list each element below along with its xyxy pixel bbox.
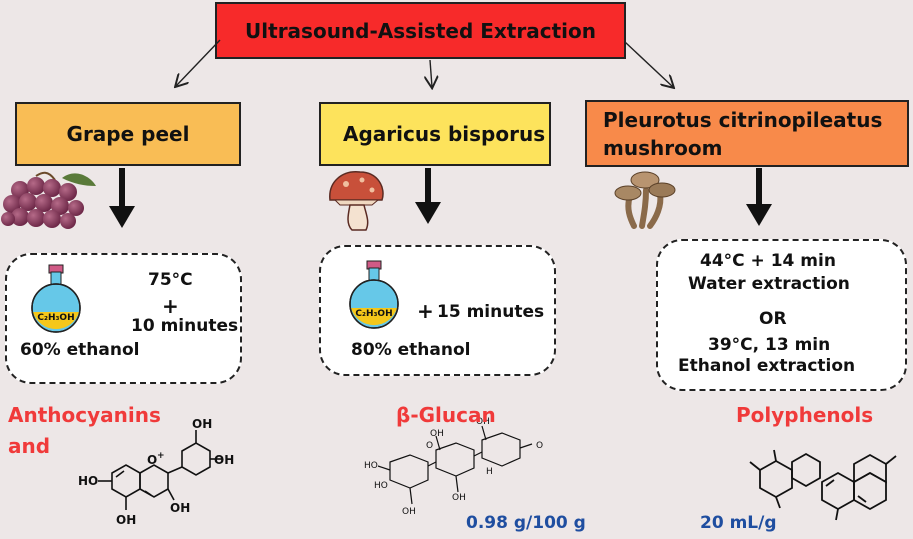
glucan-o-end: O: [536, 441, 543, 451]
agaricus-product: β-Glucan: [396, 403, 496, 427]
anthocyanin-ho-left: HO: [78, 474, 98, 488]
agaricus-time: 15 minutes: [437, 302, 545, 322]
anthocyanin-o-ring: O: [147, 453, 157, 467]
pleurotus-or: OR: [759, 309, 787, 329]
grape-peel-box: Grape peel: [15, 102, 241, 166]
pleurotus-box: Pleurotus citrinopileatus mushroom: [585, 100, 909, 167]
arrow-title-to-grape: [176, 39, 221, 86]
agaricus-mushroom-icon: [329, 171, 384, 231]
arrow-title-to-pleurotus: [624, 41, 673, 87]
ethanol-flask-icon-grape: [31, 264, 81, 333]
pleurotus-label-line1: Pleurotus citrinopileatus: [603, 107, 883, 132]
glucan-ho-2: HO: [374, 481, 388, 491]
polyphenol-structure: [749, 449, 897, 521]
anthocyanin-oh-top: OH: [192, 417, 212, 431]
title-box: Ultrasound-Assisted Extraction: [215, 2, 626, 59]
pleurotus-ethanol-label: Ethanol extraction: [678, 356, 856, 376]
down-arrow-grape: [109, 168, 135, 228]
down-arrow-agaricus: [415, 168, 441, 224]
anthocyanin-positive-charge: +: [157, 451, 165, 461]
glucan-oh-2: OH: [430, 429, 444, 439]
glucan-ho-1: HO: [364, 461, 378, 471]
pleurotus-label-line2: mushroom: [603, 135, 723, 160]
glucan-o-link: O: [426, 441, 433, 451]
pleurotus-mushrooms-icon: [614, 171, 676, 229]
flask-label-grape: C₂H₃OH: [37, 313, 74, 323]
pleurotus-conditions-box: [656, 239, 907, 391]
grape-solvent: 60% ethanol: [20, 340, 140, 360]
grape-cluster-icon: [1, 171, 96, 229]
anthocyanin-oh-bottom: OH: [116, 513, 136, 527]
grape-product-line1: Anthocyanins: [8, 403, 161, 427]
beta-glucan-structure: [377, 425, 533, 505]
pleurotus-yield: 20 mL/g: [700, 513, 777, 533]
anthocyanin-structure: [98, 430, 222, 510]
grape-time: 10 minutes: [131, 316, 239, 336]
glucan-oh-1: OH: [402, 507, 416, 517]
agaricus-yield: 0.98 g/100 g: [466, 513, 586, 533]
pleurotus-ethanol-condition: 39°C, 13 min: [708, 335, 831, 355]
ethanol-flask-icon-agaricus: [349, 260, 399, 329]
arrow-title-to-agaricus: [430, 59, 432, 87]
agaricus-plus: +: [417, 299, 434, 323]
agaricus-label: Agaricus bisporus: [343, 122, 546, 146]
down-arrow-pleurotus: [746, 168, 772, 226]
grape-product-line2: and: [8, 434, 51, 458]
glucan-oh-3: OH: [452, 493, 466, 503]
anthocyanin-oh-right: OH: [214, 453, 234, 467]
grape-peel-label: Grape peel: [66, 122, 190, 146]
anthocyanin-oh-bottom-right: OH: [170, 501, 190, 515]
pleurotus-product: Polyphenols: [736, 403, 874, 427]
flask-label-agaricus: C₂H₃OH: [355, 309, 392, 319]
grape-temperature: 75°C: [148, 270, 193, 290]
grape-plus: +: [162, 294, 179, 318]
pleurotus-water-condition: 44°C + 14 min: [700, 251, 836, 271]
title-text: Ultrasound-Assisted Extraction: [245, 18, 596, 43]
agaricus-solvent: 80% ethanol: [351, 340, 471, 360]
agaricus-box: Agaricus bisporus: [319, 102, 551, 166]
glucan-oh-4: OH: [476, 417, 490, 427]
glucan-h: H: [486, 467, 493, 477]
pleurotus-water-label: Water extraction: [688, 274, 850, 294]
